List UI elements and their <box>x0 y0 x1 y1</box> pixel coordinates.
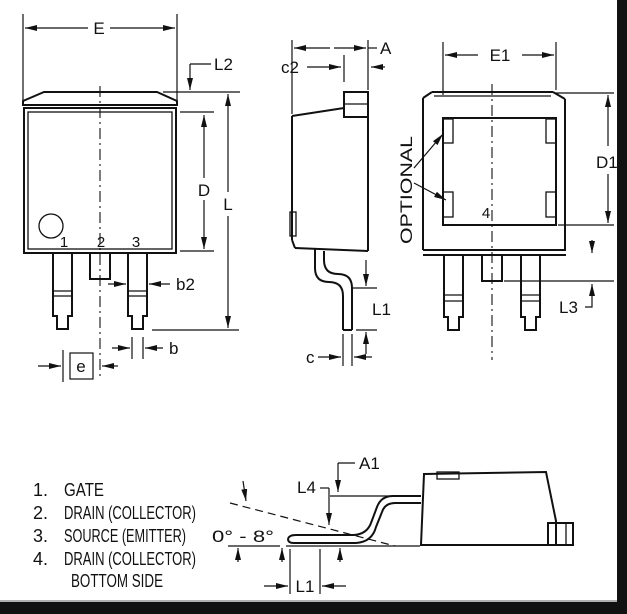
dim-label-l1-side: L1 <box>372 300 391 319</box>
border-bottom <box>0 602 627 614</box>
back-view: E1 OPTIONAL 4 D1 <box>397 42 618 360</box>
dim-label-b: b <box>169 339 178 358</box>
dim-label-e-width: E <box>93 19 104 38</box>
side-mold-mark <box>289 211 297 237</box>
dim-label-e1: E1 <box>490 46 511 65</box>
front-pin3 <box>127 253 148 330</box>
front-pin3-label: 3 <box>132 234 140 251</box>
pin-legend: 1. GATE 2. DRAIN (COLLECTOR) 3. SOURCE (… <box>33 480 196 591</box>
seated-top-notch <box>436 471 460 480</box>
seated-lead-top <box>287 495 421 540</box>
dim-label-l: L <box>223 195 232 214</box>
back-pin4-label: 4 <box>482 205 490 222</box>
seated-body <box>419 470 557 546</box>
dim-label-l4: L4 <box>297 478 316 497</box>
seated-tab <box>547 522 574 546</box>
dim-label-c2: c2 <box>281 58 299 77</box>
legend-num-2: 2. <box>33 503 48 523</box>
dim-label-a1: A1 <box>359 454 380 473</box>
legend-num-3: 3. <box>33 526 48 546</box>
pin1-index-circle <box>38 213 64 239</box>
back-notch-bottom-left <box>442 191 454 218</box>
back-pin2-stub <box>481 255 503 282</box>
front-view: E L2 1 2 3 b2 <box>22 14 240 382</box>
back-notch-top-right <box>545 118 557 144</box>
seated-lead-bottom <box>294 502 421 544</box>
dim-label-c: c <box>306 348 315 367</box>
dim-label-pitch: e <box>76 357 85 376</box>
dim-label-b2: b2 <box>176 275 195 294</box>
back-body <box>442 117 557 226</box>
legend-num-4: 4. <box>33 549 48 569</box>
back-notch-bottom-right <box>545 191 557 218</box>
front-pin1-label: 1 <box>60 234 68 251</box>
seated-view: 0° - 8° A1 L4 L1 <box>212 454 574 596</box>
dim-label-l1-seated: L1 <box>296 577 315 596</box>
legend-text-1: GATE <box>64 480 104 500</box>
back-pin-left <box>443 255 464 331</box>
front-pin2-stub <box>89 253 111 280</box>
seated-lead-toe <box>287 538 295 544</box>
dim-label-a: A <box>380 39 392 58</box>
back-notch-top-left <box>442 118 454 144</box>
side-body-top <box>291 107 345 117</box>
dim-label-angle: 0° - 8° <box>212 527 274 546</box>
legend-text-2: DRAIN (COLLECTOR) <box>64 503 196 523</box>
dim-label-d1: D1 <box>596 153 618 172</box>
front-pin1 <box>52 253 73 330</box>
dim-label-l3: L3 <box>559 298 578 317</box>
side-lead-inner <box>314 249 344 330</box>
legend-text-3: SOURCE (EMITTER) <box>64 526 186 546</box>
side-view: A c2 L1 c <box>281 39 392 367</box>
tilt-line <box>229 502 396 547</box>
optional-note: OPTIONAL <box>397 136 416 244</box>
border-right <box>617 0 627 614</box>
dim-label-d: D <box>198 181 210 200</box>
border-gray-line <box>0 600 618 602</box>
front-body <box>23 107 177 254</box>
legend-text-4: DRAIN (COLLECTOR) <box>64 549 196 569</box>
back-pin-right <box>520 255 541 331</box>
dim-label-l2: L2 <box>214 55 233 74</box>
side-lead-outer <box>323 251 353 330</box>
legend-text-4b: BOTTOM SIDE <box>71 571 163 591</box>
front-pin2-label: 2 <box>97 234 105 251</box>
legend-num-1: 1. <box>33 480 48 500</box>
